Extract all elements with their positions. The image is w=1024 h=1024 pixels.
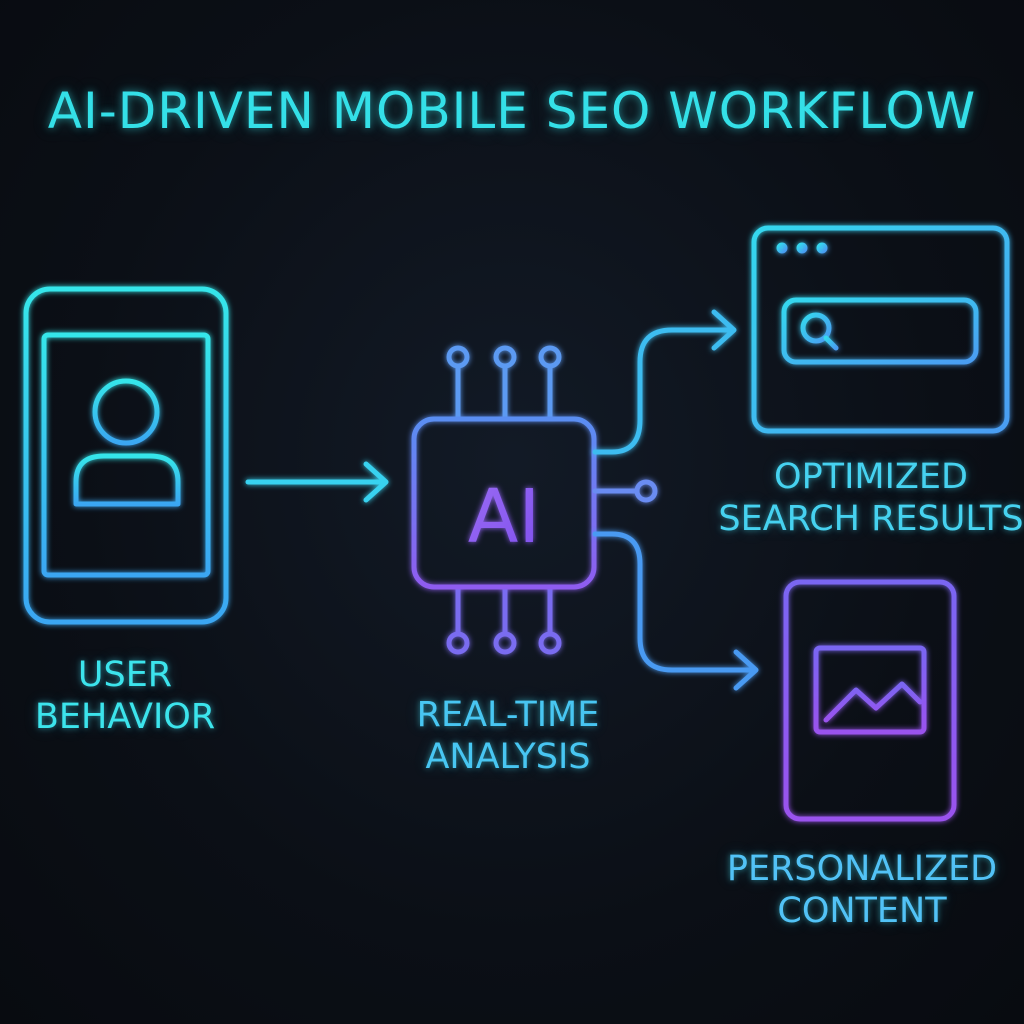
search-results-line2: SEARCH RESULTS	[718, 499, 1024, 539]
image-placeholder	[813, 645, 927, 735]
arrow-user-to-ai	[245, 461, 389, 503]
image-mountain	[823, 681, 923, 723]
browser-window	[751, 225, 1010, 434]
personalized-line1: PERSONALIZED	[726, 849, 998, 889]
ai-chip-icon	[411, 345, 658, 655]
user-behavior-label: USER BEHAVIOR	[20, 654, 230, 738]
real-time-analysis-label: REAL-TIME ANALYSIS	[378, 694, 638, 778]
search-results-line1: OPTIMIZED	[774, 457, 968, 497]
analysis-line1: REAL-TIME	[416, 695, 600, 735]
phone-screen	[41, 332, 211, 578]
search-icon	[800, 312, 832, 344]
personalized-content-label: PERSONALIZED CONTENT	[712, 848, 1012, 932]
content-page-icon	[783, 579, 957, 822]
search-bar	[781, 297, 979, 365]
smartphone-user-icon	[23, 286, 229, 625]
search-icon-handle	[823, 335, 839, 351]
user-behavior-line1: USER	[77, 655, 173, 695]
personalized-line2: CONTENT	[777, 891, 947, 931]
ai-chip-label: AI	[468, 474, 540, 560]
optimized-search-results-label: OPTIMIZED SEARCH RESULTS	[718, 456, 1024, 540]
arrow-ai-to-personalized-content	[592, 531, 759, 691]
user-head	[92, 378, 160, 446]
page-frame	[783, 579, 957, 822]
user-behavior-line2: BEHAVIOR	[34, 697, 216, 737]
diagram-title: AI-DRIVEN MOBILE SEO WORKFLOW	[47, 82, 977, 140]
browser-dot	[816, 242, 828, 254]
browser-dot	[776, 242, 788, 254]
browser-dot	[796, 242, 808, 254]
phone-body	[23, 286, 229, 625]
user-body	[73, 453, 181, 507]
analysis-line2: ANALYSIS	[425, 737, 591, 777]
arrow-ai-to-search-results	[592, 309, 737, 455]
browser-search-icon	[751, 225, 1010, 434]
